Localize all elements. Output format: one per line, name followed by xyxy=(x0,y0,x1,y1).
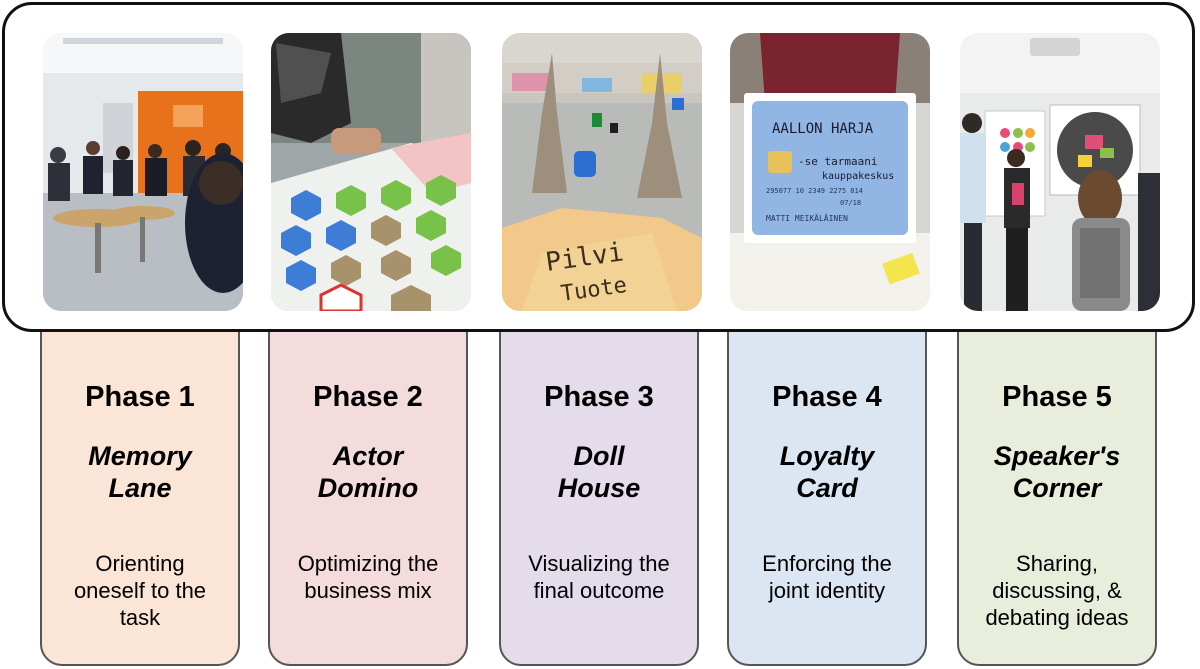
phase-card-2: Phase 2 Actor Domino Optimizing the busi… xyxy=(268,310,468,666)
phase-method: Doll House xyxy=(557,441,641,503)
phase-description: Visualizing the final outcome xyxy=(528,551,670,603)
phase-method: Memory Lane xyxy=(88,441,192,503)
svg-text:MATTI MEIKÄLÄINEN: MATTI MEIKÄLÄINEN xyxy=(766,213,848,223)
phase-number: Phase 1 xyxy=(85,381,195,413)
phase-description: Optimizing the business mix xyxy=(297,551,439,603)
phase-description: Enforcing the joint identity xyxy=(762,551,892,603)
svg-text:07/18: 07/18 xyxy=(840,199,861,207)
phase-method: Speaker's Corner xyxy=(993,441,1121,503)
svg-text:-se tarmaani: -se tarmaani xyxy=(798,155,877,168)
phase-number: Phase 2 xyxy=(313,381,423,413)
presentation-photo xyxy=(960,33,1160,311)
workshop-room-photo xyxy=(43,33,243,311)
svg-text:295077 10 2349 2275 814: 295077 10 2349 2275 814 xyxy=(766,187,863,195)
phase-card-1: Phase 1 Memory Lane Orienting oneself to… xyxy=(40,310,240,666)
photo-strip-frame: Pilvi Tuote AALLON HARJA -se tarmaani ka… xyxy=(2,2,1195,332)
phase-card-4: Phase 4 Loyalty Card Enforcing the joint… xyxy=(727,310,927,666)
phase-card-5: Phase 5 Speaker's Corner Sharing, discus… xyxy=(957,310,1157,666)
phase-number: Phase 3 xyxy=(544,381,654,413)
loyalty-card-photo: AALLON HARJA -se tarmaani kauppakeskus 2… xyxy=(730,33,930,311)
phase-description: Orienting oneself to the task xyxy=(73,551,207,630)
svg-text:AALLON HARJA: AALLON HARJA xyxy=(772,121,874,137)
phase-description: Sharing, discussing, & debating ideas xyxy=(985,551,1129,630)
svg-text:kauppakeskus: kauppakeskus xyxy=(822,171,894,182)
phase-number: Phase 5 xyxy=(1002,381,1112,413)
phase-number: Phase 4 xyxy=(772,381,882,413)
phase-method: Loyalty Card xyxy=(779,441,875,503)
phase-method: Actor Domino xyxy=(317,441,419,503)
game-pieces-photo: Pilvi Tuote xyxy=(502,33,702,311)
hexagon-board-photo xyxy=(271,33,471,311)
phase-card-3: Phase 3 Doll House Visualizing the final… xyxy=(499,310,699,666)
